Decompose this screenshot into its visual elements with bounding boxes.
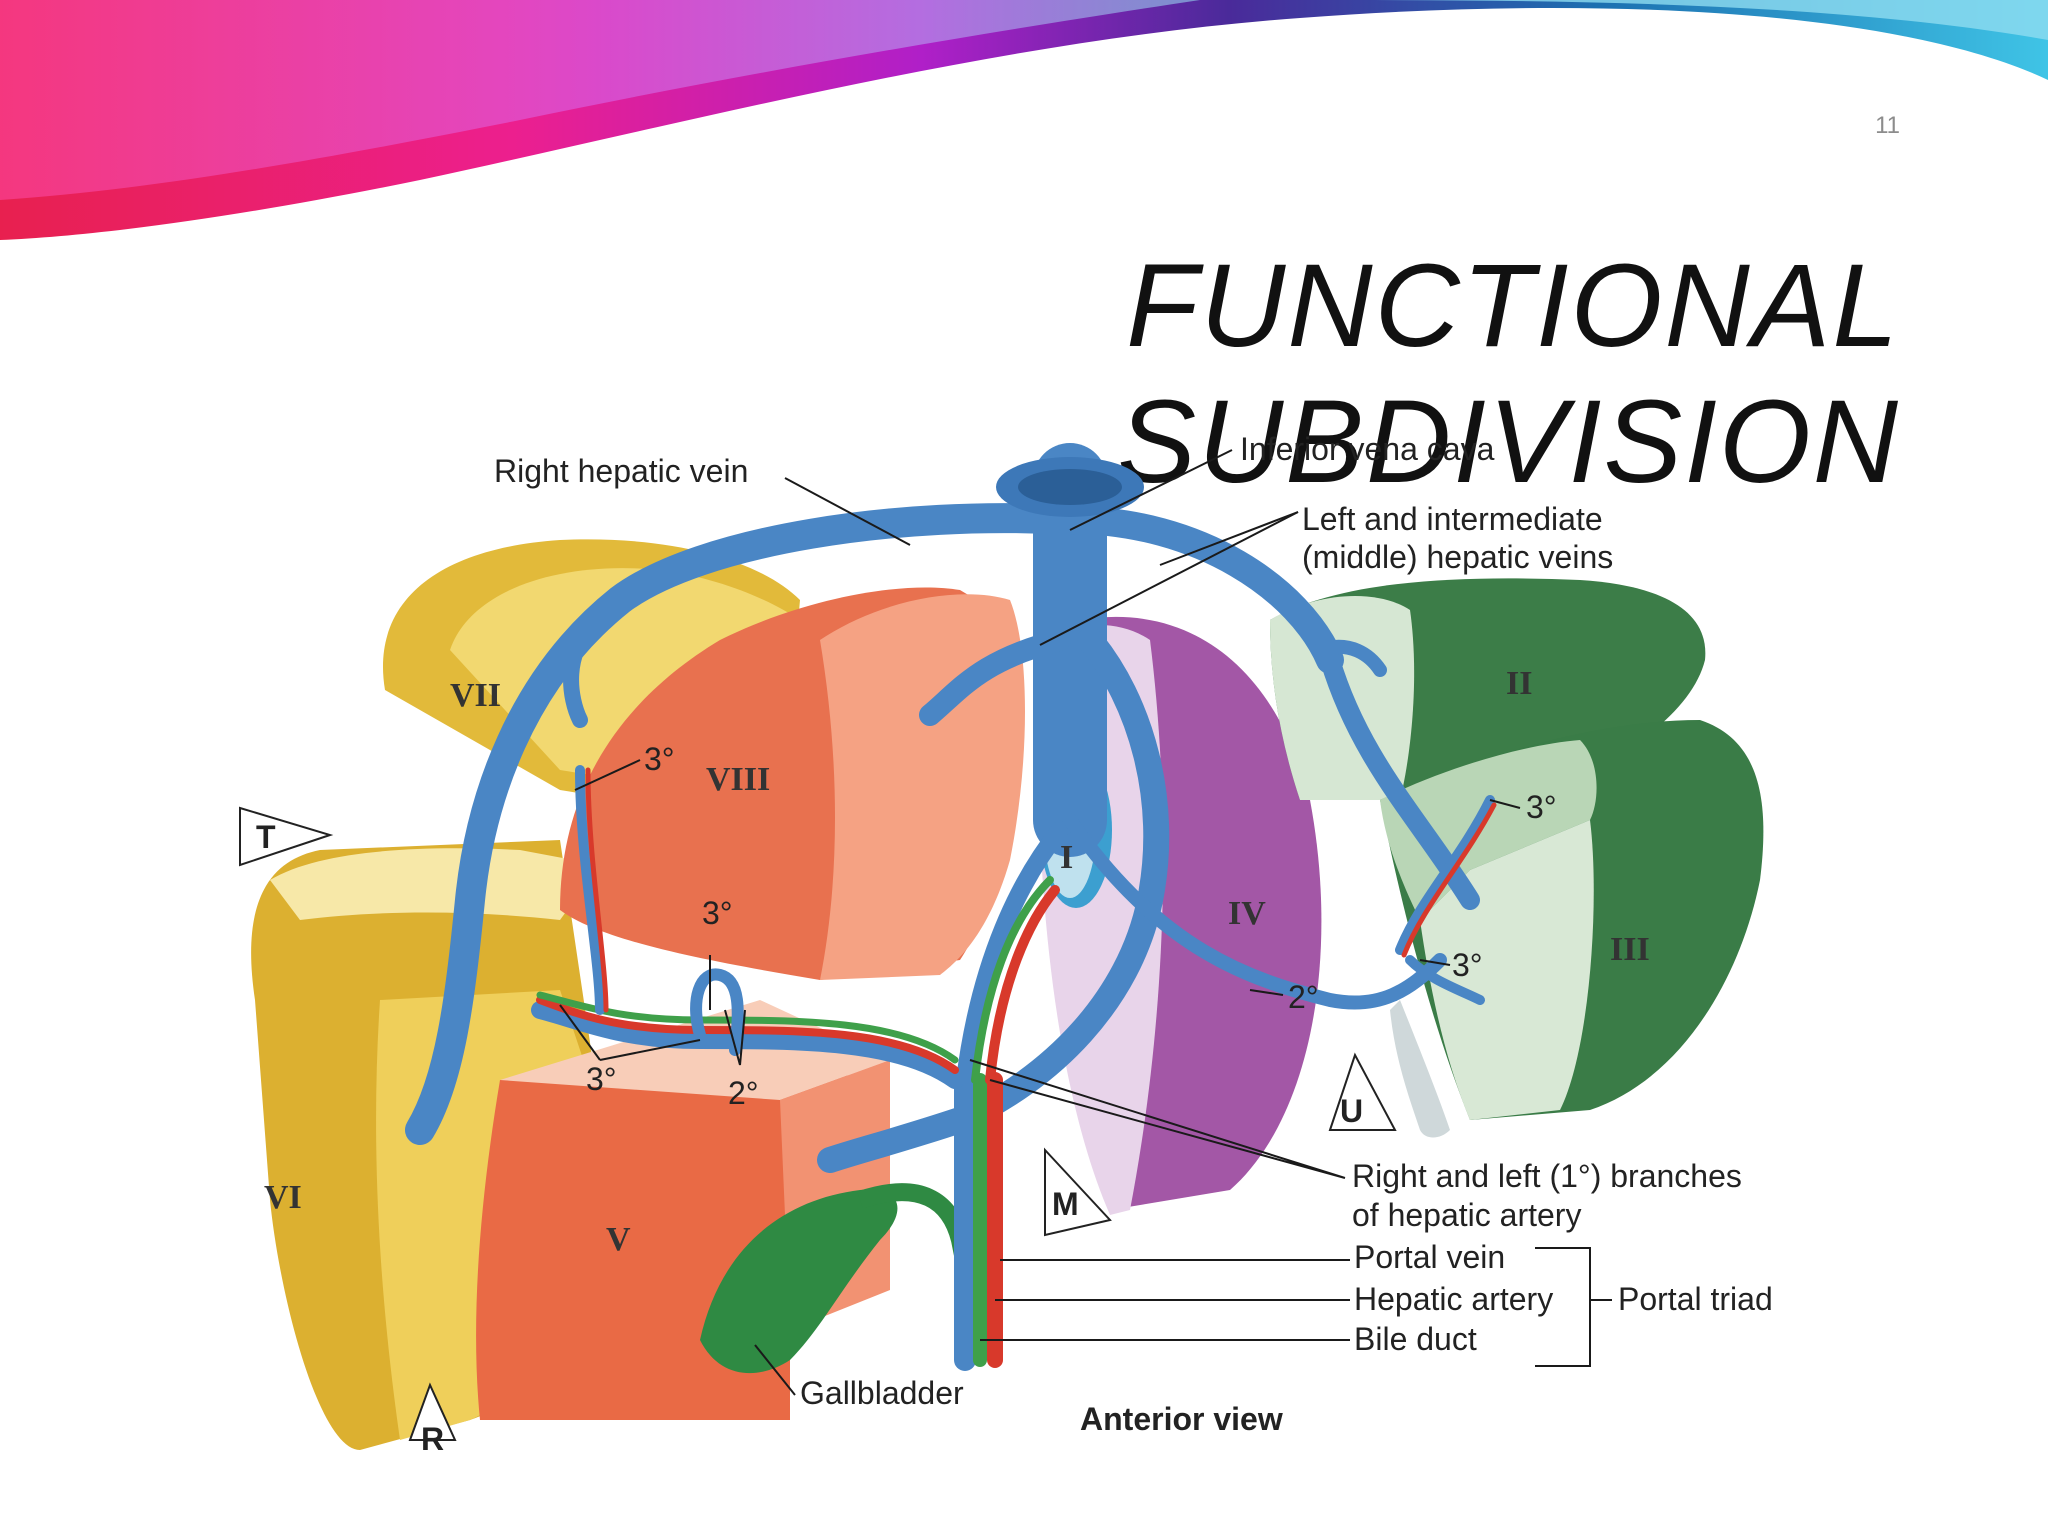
top-ribbon-decoration (0, 0, 2048, 240)
branch-order-viii-tertiary: 3° (644, 741, 675, 777)
branch-order-viii-tertiary-lower: 3° (702, 895, 733, 931)
right-hepatic-vein-label: Right hepatic vein (494, 453, 748, 489)
branch-order-left-tertiary-upper: 3° (1526, 789, 1557, 825)
segment-v-label: V (606, 1221, 631, 1258)
ivc-lumen (1018, 469, 1122, 505)
plane-marker-r: R (421, 1421, 444, 1457)
portal-vein-label: Portal vein (1354, 1239, 1505, 1275)
slide-number: 11 (1875, 112, 1900, 139)
segment-ii-label: II (1506, 665, 1532, 702)
branches-label-line2: of hepatic artery (1352, 1197, 1581, 1233)
gallbladder-label: Gallbladder (800, 1375, 964, 1411)
hepatic-veins (405, 443, 1480, 1173)
leader-lines (559, 449, 1612, 1396)
branch-order-left-tertiary-lower: 3° (1452, 947, 1483, 983)
slide-title: FUNCTIONAL SUBDIVISION (1117, 240, 1900, 508)
plane-marker-t: T (256, 819, 276, 855)
segment-i-label: I (1060, 839, 1073, 876)
segment-vi-label: VI (264, 1179, 302, 1216)
portal-triad-vessels (531, 765, 1497, 1371)
plane-markers (239, 806, 1397, 1441)
left-intermediate-label-line2: (middle) hepatic veins (1302, 539, 1613, 575)
portal-triad-label: Portal triad (1618, 1281, 1773, 1317)
segment-iii-label: III (1610, 931, 1650, 968)
anterior-view-label: Anterior view (1080, 1401, 1283, 1437)
branch-order-v-secondary: 2° (728, 1075, 759, 1111)
branches-label-line1: Right and left (1°) branches (1352, 1158, 1742, 1194)
segment-viii-label: VIII (706, 761, 770, 798)
segment-iii-shape (1380, 720, 1764, 1138)
hepatic-artery-label: Hepatic artery (1354, 1281, 1553, 1317)
segment-iv-label: IV (1228, 895, 1266, 932)
plane-marker-u: U (1340, 1093, 1363, 1129)
branch-order-left-secondary: 2° (1288, 979, 1319, 1015)
branch-order-v-tertiary: 3° (586, 1061, 617, 1097)
left-intermediate-label-line1: Left and intermediate (1302, 501, 1603, 537)
bile-duct-label: Bile duct (1354, 1321, 1477, 1357)
inferior-vena-cava-label: Inferior vena cava (1240, 431, 1495, 467)
segment-vii-label: VII (450, 677, 501, 714)
plane-marker-m: M (1052, 1186, 1079, 1222)
